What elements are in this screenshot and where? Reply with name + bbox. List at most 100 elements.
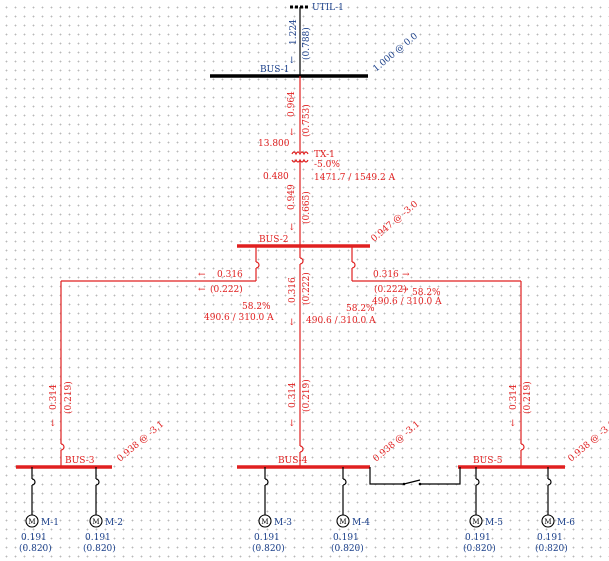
bus-4-voltage-label: 0.938 @ -3.1 [372, 419, 423, 464]
motor-m-4-name: M-4 [352, 518, 370, 528]
bus4-in-flow-mw: 0.314 [288, 382, 298, 408]
utility-util-1[interactable] [290, 5, 310, 76]
bus4-in-arrow-icon: ↓ [288, 419, 296, 429]
motor-m-4-mw: 0.191 [333, 533, 359, 543]
motor-m-3-mvar: (0.820) [252, 543, 285, 554]
transformer-tx-1[interactable] [291, 151, 309, 165]
tie-breaker-bus4-bus5[interactable] [369, 467, 461, 486]
motor-icon [258, 514, 272, 528]
bus1-tx-arrow-icon: ↓ [288, 128, 296, 138]
feeder-right-mvar-arrow-icon: → [401, 285, 409, 295]
motor-m-6-name: M-6 [557, 518, 575, 528]
feeder-left-flow-mvar: (0.222) [210, 284, 243, 295]
bus-2-voltage-label: 0.947 @ -3.0 [370, 199, 421, 244]
utility-flow-arrow-icon: ↓ [288, 56, 296, 66]
utility-flow-mvar: (0.788) [301, 27, 312, 60]
feeder-mid-arrow-icon: ↓ [288, 318, 296, 328]
motor-m-1-mvar: (0.820) [19, 543, 52, 554]
tx-bus2-flow-mw: 0.949 [287, 184, 297, 210]
motor-m-5-mvar: (0.820) [463, 543, 496, 554]
motor-m-5[interactable]: M [469, 514, 483, 528]
bus3-in-flow-mvar: (0.219) [63, 381, 74, 414]
motor-m-1-mw: 0.191 [21, 533, 47, 543]
motor-drop-m-1[interactable] [31, 467, 36, 515]
cable-bus2-bus3[interactable] [60, 246, 260, 467]
motor-m-6-mw: 0.191 [537, 533, 563, 543]
motor-m-2-mw: 0.191 [85, 533, 111, 543]
motor-drop-m-3[interactable] [264, 467, 269, 515]
motor-m-2-name: M-2 [105, 518, 123, 528]
tx-1-tap-label: -5.0% [314, 160, 340, 170]
motor-icon [25, 514, 39, 528]
motor-icon [89, 514, 103, 528]
bus1-tx-flow-mw: 0.964 [287, 91, 297, 117]
motor-m-3-name: M-3 [274, 518, 292, 528]
motor-icon [469, 514, 483, 528]
motor-m-5-mw: 0.191 [465, 533, 491, 543]
bus-3-name-label: BUS-3 [65, 456, 95, 466]
bus-5-name-label: BUS-5 [473, 456, 503, 466]
motor-m-6[interactable]: M [541, 514, 555, 528]
feeder-mid-current: 490.6 / 310.0 A [306, 316, 376, 326]
motor-symbol: M [92, 518, 99, 526]
motor-m-4-mvar: (0.820) [331, 543, 364, 554]
motor-symbol: M [261, 518, 268, 526]
feeder-right-flow-mvar: (0.222) [374, 284, 407, 295]
motor-m-4[interactable]: M [336, 514, 350, 528]
motor-icon [541, 514, 555, 528]
motor-symbol: M [339, 518, 346, 526]
utility-flow-mw: 1.224 [289, 19, 299, 45]
motor-symbol: M [28, 518, 35, 526]
bus1-tx-flow-mvar: (0.753) [301, 104, 312, 137]
motor-m-2-mvar: (0.820) [83, 543, 116, 554]
motor-symbol: M [472, 518, 479, 526]
cable-bus2-bus5[interactable] [351, 246, 525, 467]
feeder-left-current: 490.6 / 310.0 A [204, 313, 274, 323]
tx-bus2-arrow-icon: ↓ [288, 223, 296, 233]
tx-bus2-flow-mvar: (0.665) [301, 191, 312, 224]
feeder-right-current: 490.6 / 310.0 A [372, 297, 442, 307]
motor-m-3-mw: 0.191 [254, 533, 280, 543]
utility-name-label: UTIL-1 [312, 3, 344, 13]
motor-drop-m-2[interactable] [95, 467, 100, 515]
feeder-right-arrow-icon: → [402, 270, 410, 280]
tx-1-secondary-kv: 0.480 [263, 172, 289, 182]
feeder-left-loading: 58.2% [242, 302, 271, 312]
motor-m-3[interactable]: M [258, 514, 272, 528]
bus5-in-arrow-icon: ↓ [509, 419, 517, 429]
motor-m-1-name: M-1 [41, 518, 59, 528]
bus-4-name-label: BUS-4 [278, 456, 308, 466]
bus5-in-flow-mw: 0.314 [509, 384, 519, 410]
feeder-left-arrow-icon: ← [198, 270, 206, 280]
motor-icon [336, 514, 350, 528]
motor-m-5-name: M-5 [485, 518, 503, 528]
feeder-mid-loading: 58.2% [346, 304, 375, 314]
bus-5-voltage-label: 0.938 @ -3.1 [567, 419, 609, 464]
bus3-in-flow-mw: 0.314 [49, 384, 59, 410]
tx-1-primary-kv: 13.800 [258, 139, 290, 149]
feeder-mid-flow-mvar: (0.222) [301, 272, 312, 305]
bus-3-voltage-label: 0.938 @ -3.1 [116, 419, 167, 464]
feeder-right-loading: 58.2% [412, 288, 441, 298]
tx-1-name-label: TX-1 [314, 150, 335, 160]
tx-1-current-label: 1471.7 / 1549.2 A [314, 173, 396, 183]
bus3-in-arrow-icon: ↓ [49, 419, 57, 429]
motor-drop-m-5[interactable] [475, 467, 480, 515]
motor-m-2[interactable]: M [89, 514, 103, 528]
feeder-right-flow-mw: 0.316 [373, 270, 399, 280]
motor-drop-m-4[interactable] [342, 467, 347, 515]
feeder-left-mvar-arrow-icon: ← [198, 285, 206, 295]
bus-1-name-label: BUS-1 [260, 65, 289, 75]
motor-drop-m-6[interactable] [547, 467, 552, 515]
feeder-mid-flow-mw: 0.316 [288, 277, 298, 303]
cable-bus2-bus4[interactable] [299, 246, 304, 467]
bus-1-voltage-label: 1.000 @ 0.0 [372, 31, 421, 74]
bus5-in-flow-mvar: (0.219) [522, 381, 533, 414]
motor-m-1[interactable]: M [25, 514, 39, 528]
motor-symbol: M [544, 518, 551, 526]
bus4-in-flow-mvar: (0.219) [301, 379, 312, 412]
motor-m-6-mvar: (0.820) [535, 543, 568, 554]
bus-2-name-label: BUS-2 [259, 235, 288, 245]
